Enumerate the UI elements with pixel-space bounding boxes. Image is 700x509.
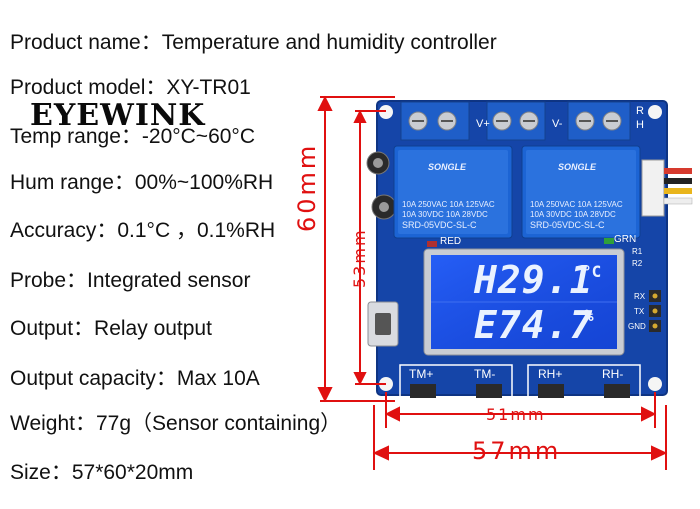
dimension-lines xyxy=(317,95,668,470)
relay-right-rating-2: 10A 30VDC 10A 28VDC xyxy=(530,210,616,219)
dimension-height-outer: 60mm xyxy=(293,142,321,232)
dimension-width-inner: 51mm xyxy=(486,405,546,424)
mounting-hole xyxy=(648,377,662,391)
button-label-rh-plus: RH+ xyxy=(538,367,563,381)
button-label-rh-minus: RH- xyxy=(602,367,624,381)
relay-right-rating-1: 10A 250VAC 10A 125VAC xyxy=(530,200,623,209)
led-red xyxy=(427,241,437,247)
lcd-row2-value: E74.7 xyxy=(474,303,594,347)
mounting-hole xyxy=(648,105,662,119)
label-gnd: GND xyxy=(628,322,646,331)
button-label-tm-minus: TM- xyxy=(474,367,496,381)
spec-weight: Weight：77g（Sensor containing） xyxy=(10,412,342,435)
dimension-height-inner: 53mm xyxy=(350,228,369,288)
button-label-tm-plus: TM+ xyxy=(409,367,434,381)
terminal-block-left xyxy=(400,101,470,141)
lcd-row2-unit: % xyxy=(584,306,594,325)
label-r2: R2 xyxy=(632,259,643,268)
terminal-block-right xyxy=(567,101,631,141)
button-rh-minus xyxy=(604,384,630,398)
spec-accuracy: Accuracy：0.1°C ，0.1%RH xyxy=(10,219,276,242)
relay-right xyxy=(521,145,641,239)
relay-left-rating-1: 10A 250VAC 10A 125VAC xyxy=(402,200,495,209)
relay-left-rating-2: 10A 30VDC 10A 28VDC xyxy=(402,210,488,219)
label-tx: TX xyxy=(634,307,645,316)
spec-temp-range: Temp range：-20°C~60°C xyxy=(10,125,255,148)
relay-left xyxy=(393,145,513,239)
capacitor xyxy=(371,194,397,220)
button-frame-tm xyxy=(399,364,513,400)
brand-watermark: EYEWINK xyxy=(30,98,206,133)
label-r1: R1 xyxy=(632,247,643,256)
label-grn: GRN xyxy=(614,234,637,245)
button-frame-rh xyxy=(527,364,641,400)
spec-product-model: Product model：XY-TR01 xyxy=(10,76,251,99)
spec-hum-range: Hum range：00%~100%RH xyxy=(10,171,274,194)
label-rh: RH xyxy=(636,105,644,131)
terminal-block-middle xyxy=(486,101,546,141)
spec-probe: Probe：Integrated sensor xyxy=(10,269,251,292)
lcd-display xyxy=(423,248,625,356)
serial-header xyxy=(649,290,661,332)
label-v-minus: V- xyxy=(552,118,563,130)
relay-right-model: SRD-05VDC-SL-C xyxy=(530,220,605,230)
label-red: RED xyxy=(440,236,462,247)
button-rh-plus xyxy=(538,384,564,398)
button-tm-plus xyxy=(410,384,436,398)
button-tm-minus xyxy=(476,384,502,398)
relay-left-brand: SONGLE xyxy=(428,162,467,172)
capacitor xyxy=(366,151,390,175)
relay-left-model: SRD-05VDC-SL-C xyxy=(402,220,477,230)
dimension-width-outer: 57mm xyxy=(472,437,562,465)
spec-size: Size：57*60*20mm xyxy=(10,461,194,484)
spec-output: Output：Relay output xyxy=(10,317,212,340)
relay-right-brand: SONGLE xyxy=(558,162,597,172)
micro-usb-port xyxy=(367,301,399,347)
lcd-row1-value: H29.1 xyxy=(474,258,594,302)
lcd-row1-unit: °C xyxy=(582,262,602,281)
label-v-plus: V+ xyxy=(476,118,490,130)
led-green xyxy=(604,238,614,244)
label-rx: RX xyxy=(634,292,646,301)
spec-product-name: Product name：Temperature and humidity co… xyxy=(10,31,497,54)
spec-output-capacity: Output capacity：Max 10A xyxy=(10,367,260,390)
sensor-connector xyxy=(641,159,693,217)
